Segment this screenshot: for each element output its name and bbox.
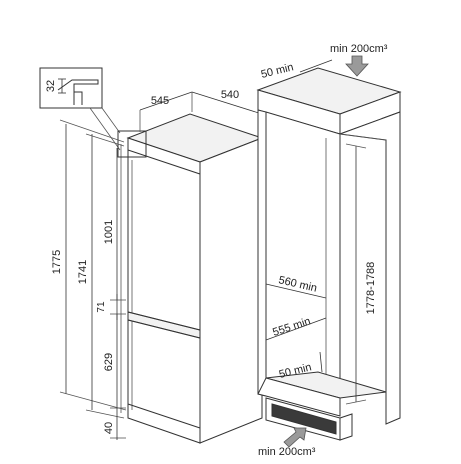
detail-step bbox=[74, 91, 83, 105]
bottom-airflow-label: min 200cm³ bbox=[258, 446, 316, 458]
appliance-base-line bbox=[127, 403, 201, 429]
appliance-side-face bbox=[199, 137, 263, 444]
appliance-front-face bbox=[127, 137, 201, 444]
down-arrow-icon bbox=[345, 55, 369, 77]
base-label: 40 bbox=[103, 422, 115, 434]
appliance-top-rim bbox=[127, 138, 201, 175]
lower-door-label: 629 bbox=[103, 353, 115, 371]
detail-dim-label: 32 bbox=[45, 80, 57, 92]
niche-height-label: 1778-1788 bbox=[365, 262, 377, 315]
appliance bbox=[117, 113, 264, 444]
total-height-label: 1775 bbox=[51, 250, 63, 274]
appliance-dimensions: 545 540 1775 1741 1001 71 629 40 bbox=[51, 89, 263, 440]
upper-door-label: 1001 bbox=[103, 220, 115, 244]
niche-left-panel bbox=[257, 109, 267, 397]
detail-profile bbox=[57, 79, 99, 105]
top-airflow-label: min 200cm³ bbox=[330, 43, 388, 55]
width-dim-line bbox=[191, 91, 263, 115]
detail-frame bbox=[39, 67, 103, 109]
depth-dim-line bbox=[139, 91, 193, 111]
gap-label: 71 bbox=[96, 301, 107, 313]
niche-opening bbox=[265, 111, 341, 399]
detail-inset: 32 bbox=[39, 67, 121, 151]
body-height-label: 1741 bbox=[77, 260, 89, 284]
width-label: 540 bbox=[221, 89, 239, 101]
up-right-arrow-icon bbox=[283, 427, 307, 448]
plinth-grille bbox=[271, 403, 337, 435]
width-upper-dim-line bbox=[265, 283, 327, 299]
niche bbox=[256, 67, 402, 441]
depth-label: 545 bbox=[151, 95, 169, 107]
width-lower-dim-line bbox=[265, 317, 327, 341]
detail-leader-1 bbox=[101, 107, 121, 134]
